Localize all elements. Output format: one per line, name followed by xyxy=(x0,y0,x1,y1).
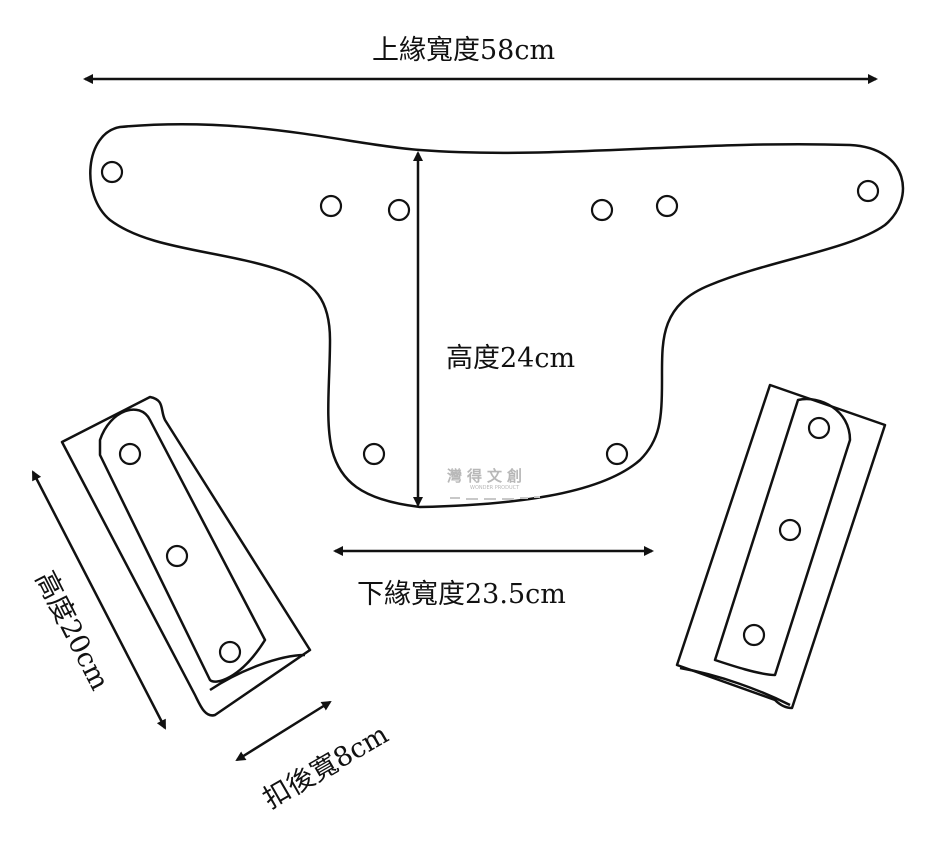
left-strap-outline xyxy=(60,395,312,717)
strap-height-arrow xyxy=(31,470,167,730)
snap-buttons xyxy=(100,160,880,664)
bib-outline xyxy=(89,122,905,509)
watermark-logo: 灣得文創 xyxy=(447,467,528,485)
height-label: 高度24cm xyxy=(446,343,576,374)
watermark-dashes xyxy=(450,496,540,500)
strap-width-arrow xyxy=(235,700,332,762)
left-strap-fold xyxy=(209,653,306,692)
right-strap-flap xyxy=(713,397,852,677)
right-strap-outline xyxy=(675,383,887,710)
bottom-width-label: 下緣寬度23.5cm xyxy=(357,579,566,610)
watermark-subtitle: WONDER PRODUCT xyxy=(470,485,520,491)
right-strap-fold xyxy=(679,666,791,707)
top-width-label: 上緣寬度58cm xyxy=(372,35,556,66)
left-strap-flap xyxy=(98,408,267,683)
